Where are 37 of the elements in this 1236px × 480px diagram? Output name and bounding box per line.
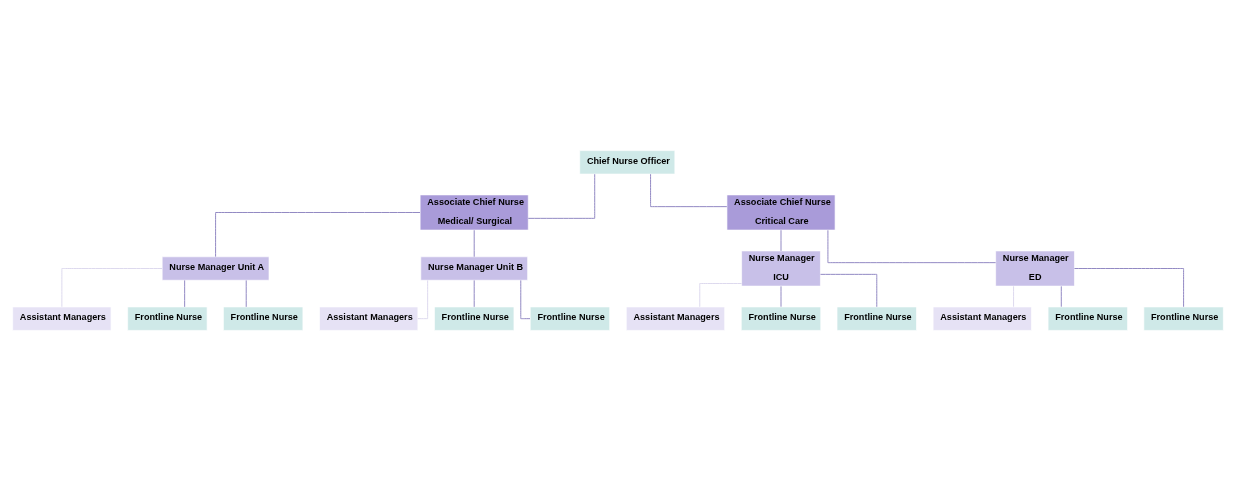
connector bbox=[473, 279, 475, 307]
node-box: Nurse Manager Unit A bbox=[161, 255, 270, 281]
node-box: Assistant Managers bbox=[12, 306, 112, 331]
connector bbox=[215, 211, 421, 257]
connector bbox=[473, 229, 475, 257]
node-box: Assistant Managers bbox=[626, 306, 725, 331]
connector bbox=[61, 267, 163, 307]
node-box: Nurse Manager ED bbox=[995, 250, 1075, 286]
connector bbox=[520, 279, 531, 319]
node-box: Nurse Manager ICU bbox=[741, 250, 821, 286]
node-box: Chief Nurse Officer bbox=[579, 149, 676, 174]
connector bbox=[780, 229, 782, 251]
connector bbox=[699, 282, 743, 307]
node-box: Frontline Nurse bbox=[836, 306, 917, 331]
node-box: Frontline Nurse bbox=[1143, 306, 1224, 331]
connector bbox=[417, 279, 429, 319]
connector bbox=[827, 229, 997, 263]
connector bbox=[527, 173, 596, 219]
node-box: Frontline Nurse bbox=[434, 306, 515, 331]
node-box: Frontline Nurse bbox=[223, 306, 304, 331]
connector bbox=[1013, 285, 1015, 307]
node-box: Associate Chief Nurse Medical/ Surgical bbox=[419, 194, 529, 230]
node-box: Frontline Nurse bbox=[1047, 306, 1128, 331]
connector bbox=[650, 173, 728, 207]
connector bbox=[184, 279, 186, 307]
connector bbox=[780, 285, 782, 307]
node-box: Frontline Nurse bbox=[127, 306, 208, 331]
connector bbox=[820, 273, 878, 307]
connector bbox=[1074, 267, 1185, 307]
connector bbox=[245, 279, 247, 307]
connector bbox=[1060, 285, 1062, 307]
node-box: Nurse Manager Unit B bbox=[420, 255, 528, 281]
node-box: Frontline Nurse bbox=[529, 306, 610, 331]
node-box: Assistant Managers bbox=[319, 306, 419, 331]
node-box: Assistant Managers bbox=[932, 306, 1032, 331]
node-box: Associate Chief Nurse Critical Care bbox=[726, 194, 836, 230]
node-box: Frontline Nurse bbox=[740, 306, 822, 331]
